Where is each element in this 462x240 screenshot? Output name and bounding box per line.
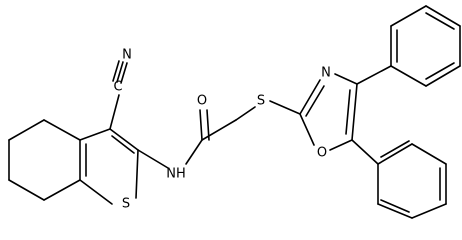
bond-oxazole-c4-c5-double xyxy=(345,89,351,135)
bond-cyclohexane-2 xyxy=(8,119,45,141)
atom-label-oxazole-o: O xyxy=(317,146,327,161)
atom-label-carbonyl-o: O xyxy=(197,94,207,109)
atom-label-cyano-c: C xyxy=(113,80,122,95)
bond-thiophene-c3-c2-double xyxy=(111,135,135,154)
molecule-structure-diagram: C N S NH O S N O xyxy=(8,5,461,219)
bond-oxazole-c2-n3 xyxy=(299,79,321,115)
bond-thiophene-s-c7a xyxy=(79,179,113,205)
bond-phenyl-a-5 xyxy=(425,65,461,87)
bond-phenyl-b-4 xyxy=(411,203,447,219)
bond-phenyl-b-2 xyxy=(411,143,447,165)
atom-label-cyano-n: N xyxy=(122,48,132,63)
atom-label-thioether-s: S xyxy=(257,94,265,109)
atom-label-amide-nh: NH xyxy=(166,167,186,182)
bond-carbonyl-double-2 xyxy=(206,109,210,141)
bond-oxazole-c5-phenyl-b xyxy=(351,139,379,165)
bond-oxazole-c5-o1 xyxy=(329,139,353,151)
bond-cyclohexane-4 xyxy=(8,179,45,201)
bond-oxazole-c2-n3-double xyxy=(305,85,325,117)
bond-cyclohexane-1 xyxy=(43,119,81,141)
bond-phenyl-b-1 xyxy=(377,143,413,165)
bond-phenyl-b-1-double xyxy=(380,140,410,158)
bond-cyano-triple-2 xyxy=(120,62,128,84)
bond-ch2-s xyxy=(235,106,256,121)
atom-labels: C N S NH O S N O xyxy=(113,48,330,212)
bond-oxazole-c4-phenyl-a xyxy=(356,65,392,85)
bond-cyano-triple-3 xyxy=(112,60,120,82)
bond-thiophene-c3a-c3 xyxy=(79,128,111,141)
bond-phenyl-a-3 xyxy=(425,5,461,27)
bond-cyano-to-ring xyxy=(109,94,120,130)
bond-phenyl-a-5-double xyxy=(425,62,455,80)
bond-s-oxazole xyxy=(269,100,301,115)
bond-phenyl-b-5 xyxy=(377,203,413,219)
atom-label-thiophene-s: S xyxy=(122,197,130,212)
bond-cyano-triple-1 xyxy=(116,61,124,83)
bond-carbonyl-double-1 xyxy=(199,109,203,141)
bond-oxazole-c4-c5 xyxy=(351,83,358,141)
bond-phenyl-a-2 xyxy=(390,5,427,27)
bond-phenyl-a-3-double xyxy=(425,12,455,30)
bond-carbonyl-ch2 xyxy=(201,119,237,141)
bonds xyxy=(8,5,461,219)
bond-thiophene-c2-s xyxy=(135,149,139,199)
atom-label-oxazole-n: N xyxy=(321,66,331,81)
bond-phenyl-b-5-double xyxy=(380,199,410,213)
bond-nh-carbonyl xyxy=(185,139,203,165)
bond-oxazole-o1-c2 xyxy=(299,113,315,146)
bond-c2-nh xyxy=(137,149,169,169)
bond-cyclohexane-5 xyxy=(43,179,81,201)
bond-thiophene-c3-c2 xyxy=(109,128,139,151)
bond-oxazole-n3-c4 xyxy=(334,73,358,85)
bond-phenyl-a-6 xyxy=(390,65,427,87)
